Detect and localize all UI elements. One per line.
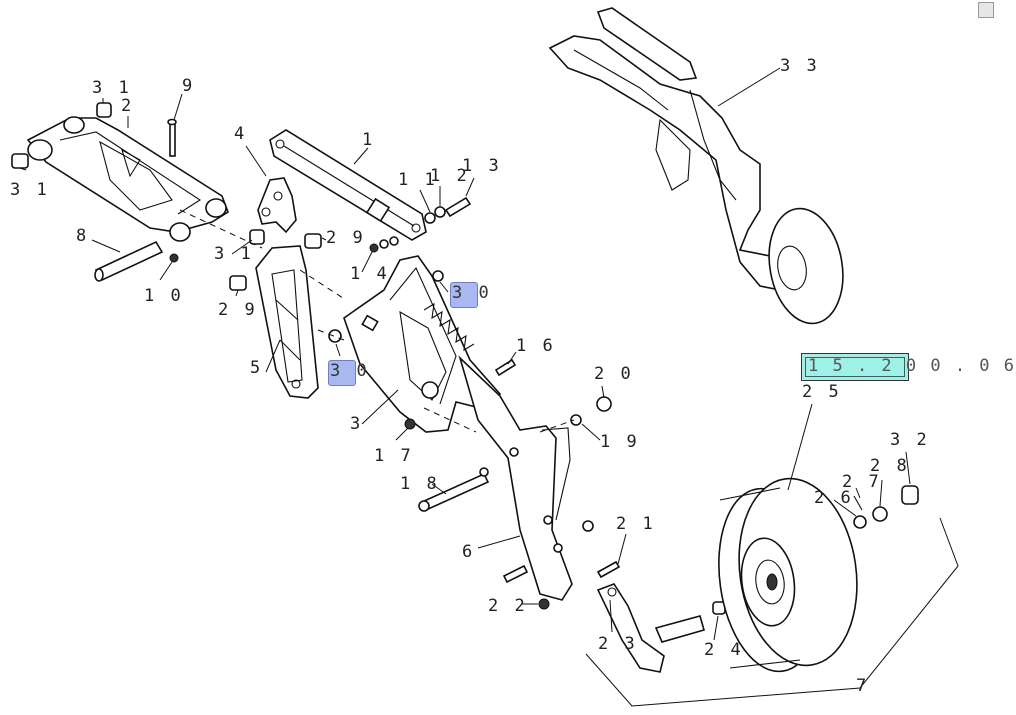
callout-22: 2 2 bbox=[488, 596, 528, 616]
callout-31a: 3 1 bbox=[92, 78, 132, 98]
part-1-link bbox=[269, 129, 427, 241]
callout-16: 1 6 bbox=[516, 336, 556, 356]
callout-25: 2 5 bbox=[802, 382, 842, 402]
callout-6: 6 bbox=[462, 542, 476, 562]
part-4-bracket bbox=[257, 177, 297, 234]
callout-26: 2 6 bbox=[814, 488, 854, 508]
part-23-axle bbox=[596, 583, 705, 673]
callout-7: 7 bbox=[856, 676, 870, 696]
reference-label: 1 5 . 2 0 0 . 0 6 bbox=[801, 353, 1014, 381]
spring bbox=[423, 302, 475, 352]
callout-20: 2 0 bbox=[594, 364, 634, 384]
callout-24: 2 4 bbox=[704, 640, 744, 660]
callout-2: 2 bbox=[121, 96, 135, 116]
callout-3: 3 bbox=[350, 414, 364, 434]
callout-31c: 3 1 bbox=[214, 244, 254, 264]
part-6-arm bbox=[458, 355, 573, 601]
callout-14: 1 4 bbox=[350, 264, 390, 284]
callout-4: 4 bbox=[234, 124, 248, 144]
part-2-arm bbox=[26, 116, 229, 242]
callout-13: 1 3 bbox=[462, 156, 502, 176]
callout-30-lower: 3 0 bbox=[330, 361, 370, 381]
callout-10: 1 0 bbox=[144, 286, 184, 306]
callout-18: 1 8 bbox=[400, 474, 440, 494]
callout-11: 1 1 bbox=[398, 170, 438, 190]
callout-23: 2 3 bbox=[598, 634, 638, 654]
part-5-plate bbox=[255, 245, 319, 399]
callout-31b: 3 1 bbox=[10, 180, 50, 200]
callout-27: 2 7 bbox=[842, 472, 882, 492]
callout-33: 3 3 bbox=[780, 56, 820, 76]
part-9-pin bbox=[167, 118, 177, 157]
callout-28: 2 8 bbox=[870, 456, 910, 476]
part-8-pin bbox=[94, 240, 164, 282]
callout-12: 1 2 bbox=[430, 166, 470, 186]
part-25-wheel bbox=[718, 477, 858, 673]
window-corner-icon[interactable] bbox=[978, 2, 994, 18]
callout-21: 2 1 bbox=[616, 514, 656, 534]
callout-9: 9 bbox=[182, 76, 196, 96]
callout-29b: 2 9 bbox=[218, 300, 258, 320]
callout-1: 1 bbox=[362, 130, 376, 150]
callout-19: 1 9 bbox=[600, 432, 640, 452]
callout-30-upper: 3 0 bbox=[452, 283, 492, 303]
part-33-assembly bbox=[548, 7, 844, 325]
callout-5: 5 bbox=[250, 358, 264, 378]
callout-8: 8 bbox=[76, 226, 90, 246]
callout-29a: 2 9 bbox=[326, 228, 366, 248]
callout-32: 3 2 bbox=[890, 430, 930, 450]
callout-17: 1 7 bbox=[374, 446, 414, 466]
